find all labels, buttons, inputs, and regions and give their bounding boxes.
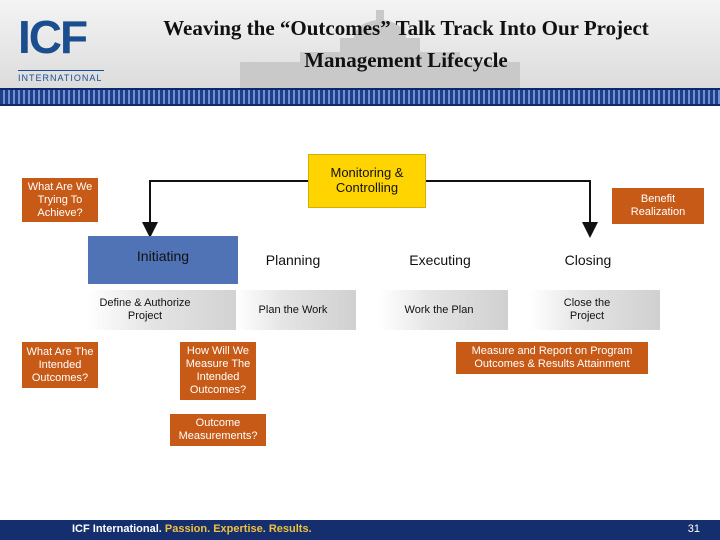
outcome-measurements-box: Outcome Measurements? — [170, 414, 266, 446]
measure-intended-box: How Will We Measure The Intended Outcome… — [180, 342, 256, 400]
connector-right — [426, 180, 598, 238]
substage-arrow-1 — [88, 290, 248, 330]
stage-executing: Executing — [380, 236, 500, 284]
substage-arrow-4 — [530, 290, 660, 330]
benefit-realization-box: Benefit Realization — [612, 188, 704, 224]
slide-footer: ICF International. Passion. Expertise. R… — [0, 520, 720, 540]
stage-planning: Planning — [238, 236, 348, 284]
icf-logo: ICF INTERNATIONAL — [14, 14, 104, 84]
slide-header: ICF INTERNATIONAL Weaving the “Outcomes”… — [0, 0, 720, 88]
capitol-background-image — [240, 10, 520, 88]
substage-work-the-plan: Work the Plan — [404, 303, 474, 316]
measure-report-box: Measure and Report on Program Outcomes &… — [456, 342, 648, 374]
substage-arrow-2 — [236, 290, 356, 330]
stage-executing-label: Executing — [409, 252, 471, 268]
stage-planning-label: Planning — [265, 252, 321, 268]
footer-company: ICF International. Passion. Expertise. R… — [72, 523, 312, 535]
footer-tagline: Passion. Expertise. Results. — [164, 523, 312, 535]
substage-close-the-project: Close the Project — [563, 297, 611, 322]
slide-title: Weaving the “Outcomes” Talk Track Into O… — [163, 16, 649, 72]
substage-arrow-3 — [380, 290, 508, 330]
what-achieve-box: What Are We Trying To Achieve? — [22, 178, 98, 222]
logo-main-text: ICF — [18, 11, 88, 63]
intended-outcomes-box: What Are The Intended Outcomes? — [22, 342, 98, 388]
logo-sub-text: INTERNATIONAL — [18, 70, 104, 83]
substage-define-authorize: Define & Authorize Project — [99, 297, 191, 322]
header-stripe-band — [0, 88, 720, 106]
page-number: 31 — [687, 523, 700, 535]
stage-initiating: Initiating — [88, 236, 238, 284]
stage-closing-label: Closing — [564, 252, 612, 268]
footer-company-name: ICF International. — [72, 523, 162, 535]
connector-left — [142, 180, 308, 238]
stage-initiating-label: Initiating — [136, 248, 190, 264]
substage-plan-the-work: Plan the Work — [258, 303, 328, 316]
monitoring-controlling-box: Monitoring & Controlling — [308, 154, 426, 208]
stage-closing: Closing — [532, 236, 644, 284]
